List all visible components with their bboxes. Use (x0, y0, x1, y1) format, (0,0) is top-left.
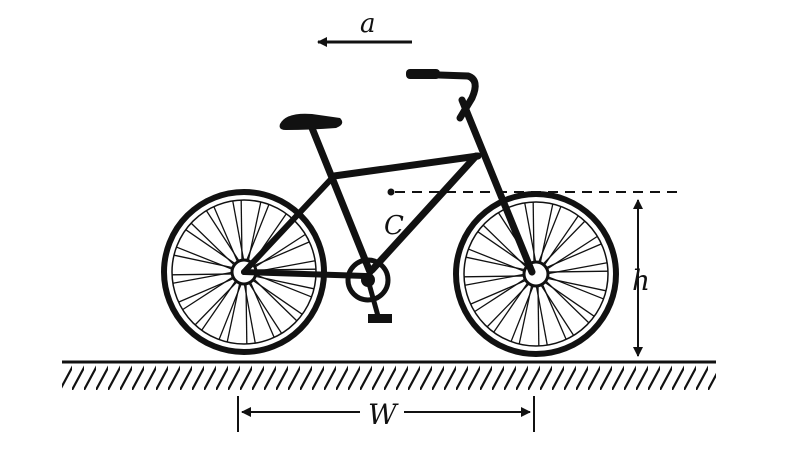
spoke (539, 282, 575, 336)
spoke (539, 203, 554, 265)
saddle (279, 113, 343, 130)
chainring (345, 257, 391, 317)
spoke (185, 229, 238, 266)
spoke (535, 283, 548, 346)
spoke (542, 215, 579, 268)
spoke (247, 280, 283, 334)
wheelbase-dimension-arrow (237, 396, 535, 432)
front-wheel (453, 191, 619, 357)
spoke (477, 231, 530, 268)
spoke (465, 256, 527, 271)
spoke (253, 275, 315, 290)
spoke (474, 277, 528, 313)
pedal (368, 314, 392, 323)
height-label: h (632, 264, 650, 297)
ground (62, 360, 716, 390)
center-of-mass-label: C (384, 211, 404, 241)
spoke (542, 280, 595, 317)
spoke (544, 235, 598, 271)
bicycle-frame (241, 70, 536, 279)
spoke (493, 280, 530, 333)
acceleration-label: a (360, 9, 376, 39)
spoke (243, 281, 256, 344)
spoke (252, 233, 306, 269)
spoke (545, 277, 607, 292)
spoke (250, 278, 303, 315)
wheelbase-label: W (368, 398, 399, 431)
spoke (464, 273, 527, 286)
spoke (524, 202, 537, 265)
spoke (205, 210, 241, 264)
rear-wheel-spokes (172, 200, 316, 344)
handlebar-grip (406, 69, 440, 79)
spoke (182, 275, 236, 311)
spoke (545, 270, 608, 273)
spoke (518, 283, 533, 345)
spoke (226, 281, 241, 343)
spoke (232, 200, 245, 263)
spoke (247, 201, 262, 263)
spoke (201, 278, 238, 331)
center-of-mass-point (387, 188, 395, 196)
spoke (173, 254, 235, 269)
spoke (172, 271, 235, 284)
